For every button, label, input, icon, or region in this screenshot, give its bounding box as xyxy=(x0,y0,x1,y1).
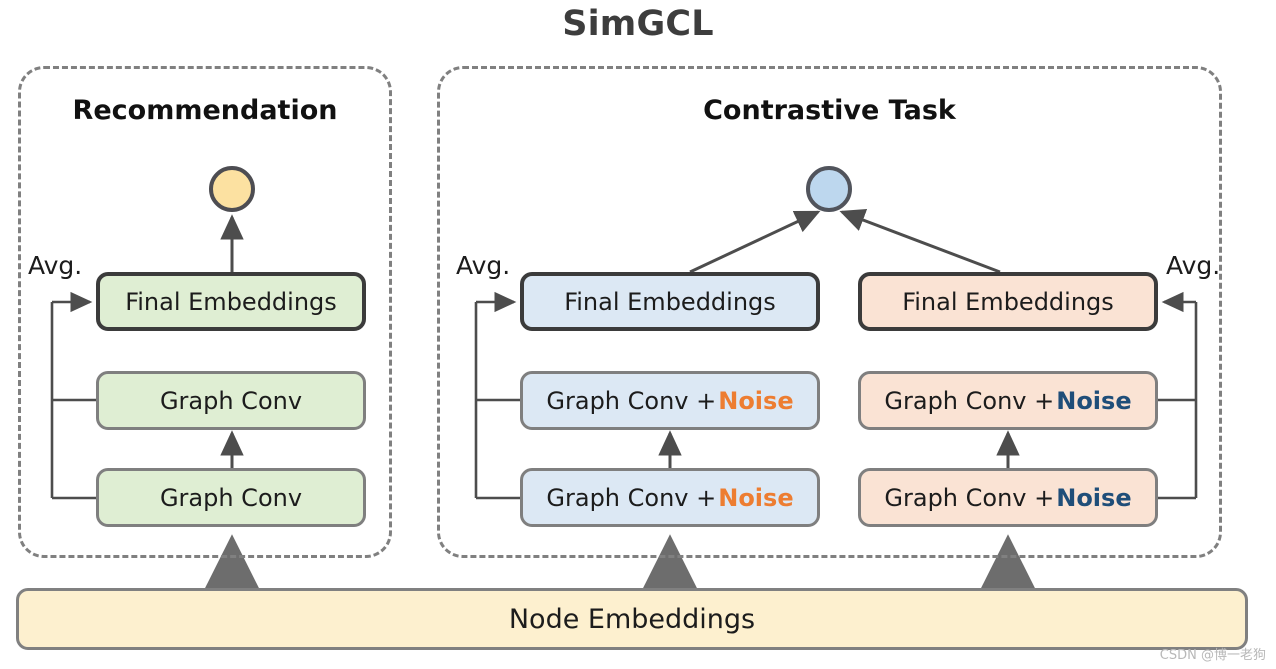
view1-noise-layer-2-label: Noise xyxy=(718,386,794,415)
view1-final-embeddings-box: Final Embeddings xyxy=(520,272,820,331)
recommendation-output-node xyxy=(209,166,255,212)
rec-final-embeddings-box: Final Embeddings xyxy=(96,272,366,331)
node-embeddings-box: Node Embeddings xyxy=(16,588,1248,650)
panel-contrastive-task-title: Contrastive Task xyxy=(703,95,956,126)
rec-avg-label: Avg. xyxy=(28,251,83,280)
view2-noise-layer-2-label: Noise xyxy=(1056,386,1132,415)
view1-noise-layer-1-label: Noise xyxy=(718,483,794,512)
view2-graph-conv-layer-2-label: Graph Conv + xyxy=(884,386,1055,415)
watermark: CSDN @博一老狗 xyxy=(1159,648,1266,663)
view1-graph-conv-layer-1-box: Graph Conv + Noise xyxy=(520,468,820,527)
view2-final-embeddings-label: Final Embeddings xyxy=(902,287,1114,316)
view2-noise-layer-1-label: Noise xyxy=(1056,483,1132,512)
view2-avg-label: Avg. xyxy=(1166,251,1221,280)
rec-final-embeddings-label: Final Embeddings xyxy=(125,287,337,316)
view1-avg-label: Avg. xyxy=(456,251,511,280)
view1-graph-conv-layer-2-box: Graph Conv + Noise xyxy=(520,371,820,430)
panel-contrastive-task: Contrastive Task xyxy=(437,66,1222,558)
view2-final-embeddings-box: Final Embeddings xyxy=(858,272,1158,331)
figure-title: SimGCL xyxy=(562,4,714,44)
view1-graph-conv-layer-1-label: Graph Conv + xyxy=(546,483,717,512)
panel-recommendation-title: Recommendation xyxy=(72,95,338,126)
view1-final-embeddings-label: Final Embeddings xyxy=(564,287,776,316)
view2-graph-conv-layer-1-box: Graph Conv + Noise xyxy=(858,468,1158,527)
rec-graph-conv-layer-1-label: Graph Conv xyxy=(159,483,303,512)
panel-recommendation: Recommendation xyxy=(18,66,392,558)
contrastive-output-node xyxy=(806,166,852,212)
view1-graph-conv-layer-2-label: Graph Conv + xyxy=(546,386,717,415)
rec-graph-conv-layer-2-label: Graph Conv xyxy=(159,386,303,415)
view2-graph-conv-layer-1-label: Graph Conv + xyxy=(884,483,1055,512)
rec-graph-conv-layer-2-box: Graph Conv xyxy=(96,371,366,430)
rec-graph-conv-layer-1-box: Graph Conv xyxy=(96,468,366,527)
view2-graph-conv-layer-2-box: Graph Conv + Noise xyxy=(858,371,1158,430)
node-embeddings-label: Node Embeddings xyxy=(508,603,756,635)
